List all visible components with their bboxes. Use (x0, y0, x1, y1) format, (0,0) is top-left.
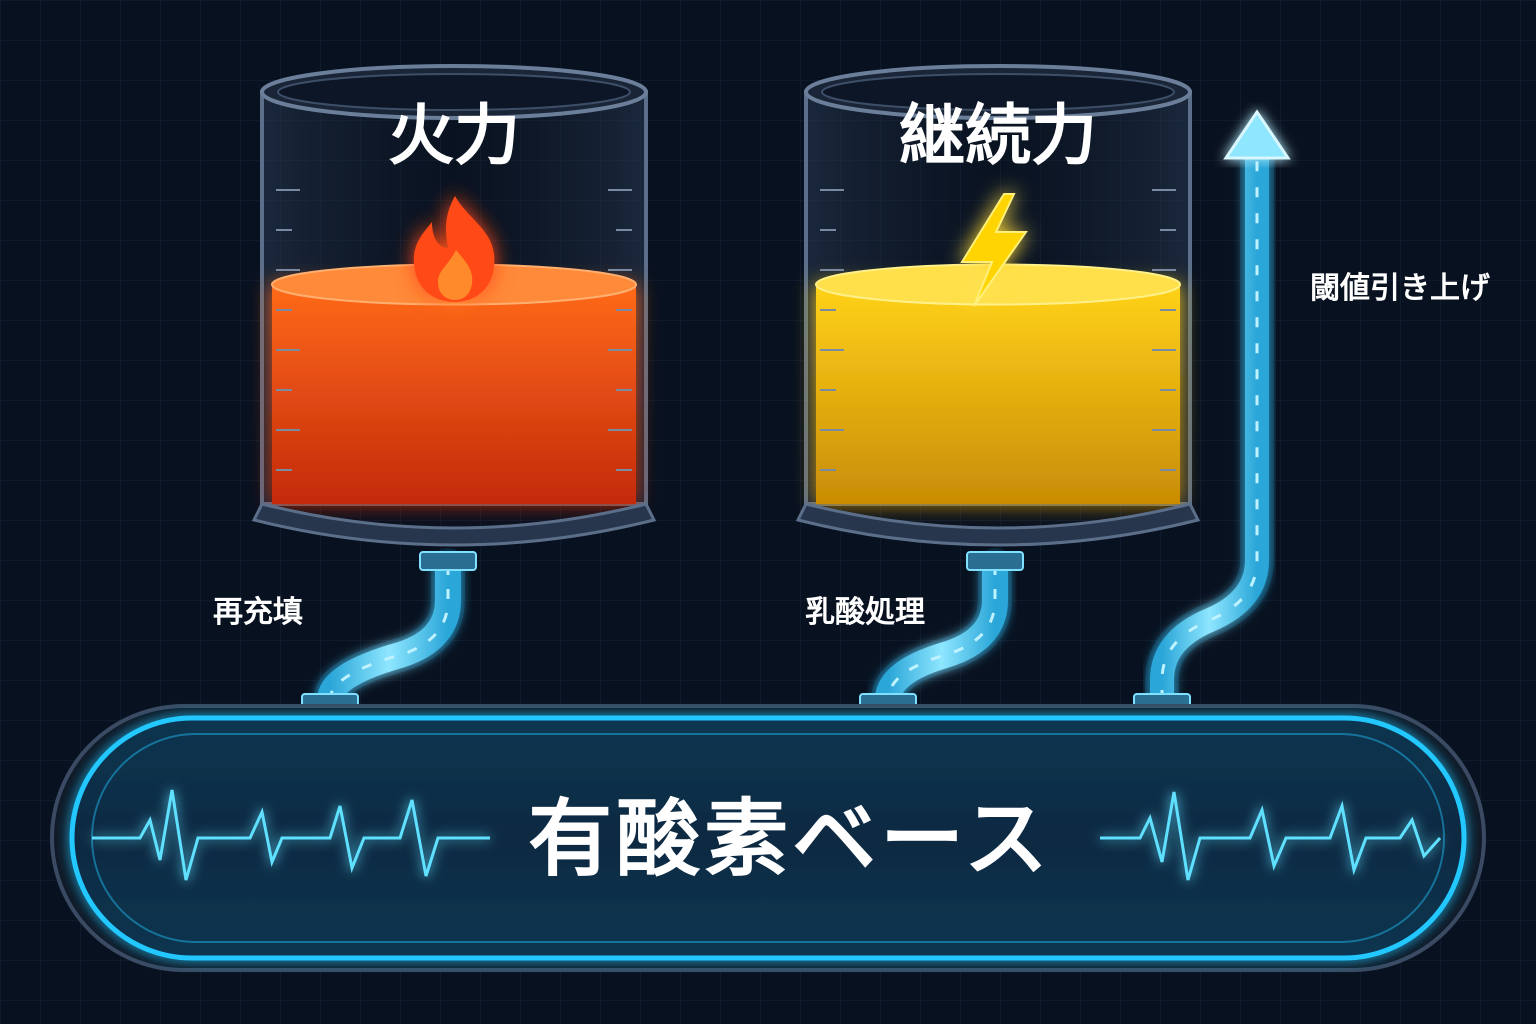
heartbeat-line-left (92, 789, 490, 881)
tank-liquid-endurance (816, 284, 1180, 504)
tank-fire: 火力 (251, 64, 657, 547)
aerobic-base-tube (69, 715, 1467, 961)
tank-title-endurance: 継続力 (899, 97, 1097, 174)
aerobic-base-title: 有酸素ベース (528, 790, 1052, 888)
flow-label-threshold: 閾値引き上げ (1310, 271, 1491, 306)
flame-icon (413, 196, 495, 302)
tank-scale-right (608, 189, 632, 471)
tank-scale-left (276, 189, 300, 471)
lightning-bolt-icon (960, 193, 1028, 307)
tank-scale-left (820, 189, 844, 471)
flow-label-lactate: 乳酸処理 (805, 595, 925, 630)
tank-title-fire: 火力 (388, 97, 520, 174)
flow-label-refill: 再充填 (213, 595, 303, 630)
heartbeat-line-right (1100, 791, 1442, 881)
tank-liquid-fire (272, 284, 636, 504)
tank-scale-right (1152, 189, 1176, 471)
aerobic-base: 有酸素ベース (50, 704, 1486, 972)
arrow-up-icon (1223, 109, 1291, 160)
tank-endurance: 継続力 (795, 64, 1201, 547)
